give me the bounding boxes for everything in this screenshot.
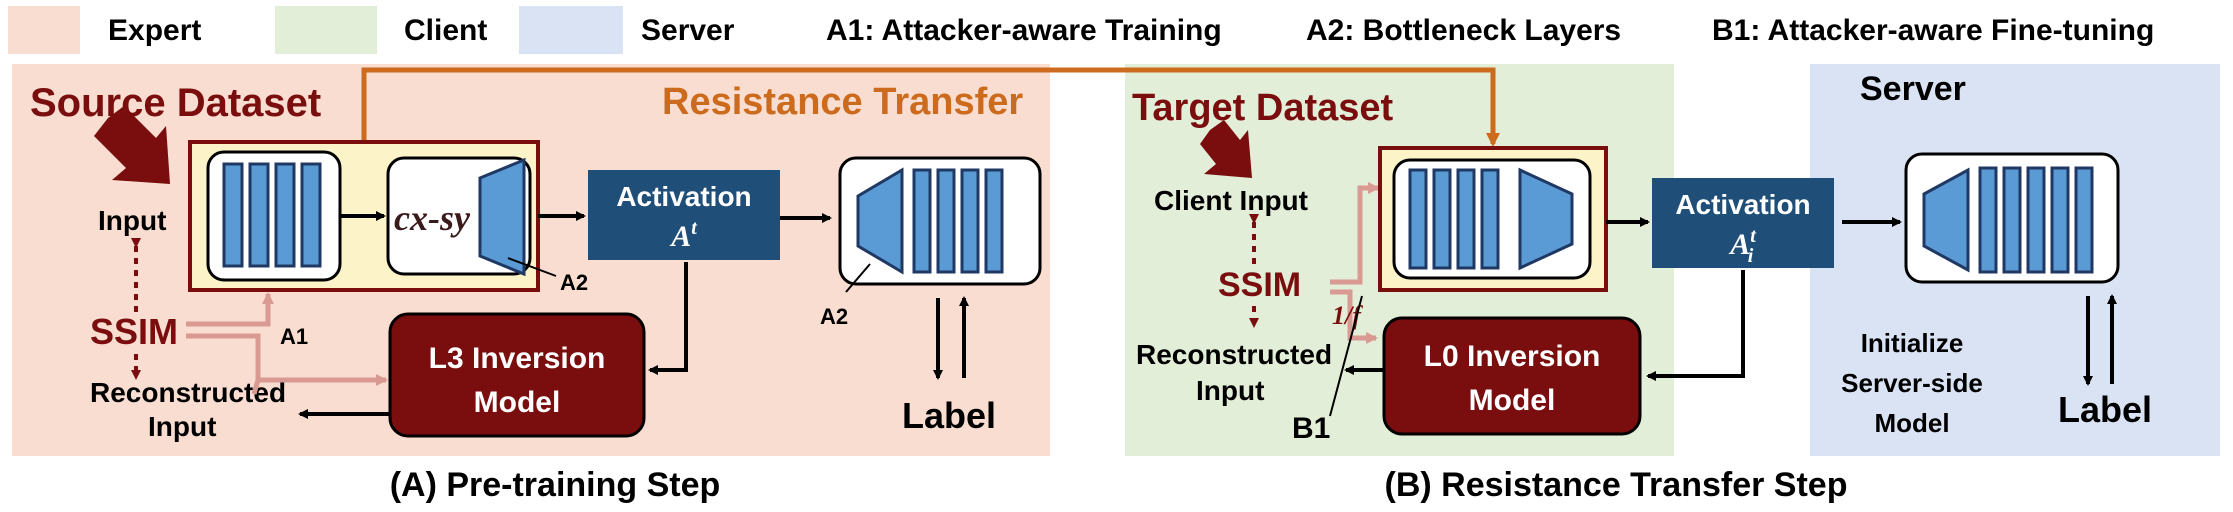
encoder-layer-2	[248, 162, 270, 268]
server-layer-a-3	[960, 168, 980, 274]
server-layer-a-2	[936, 168, 956, 274]
label-b: Label	[2058, 389, 2152, 430]
panel-a: Source Dataset Resistance Transfer Input…	[30, 81, 1042, 504]
a2-pointer-1	[507, 257, 557, 277]
server-layer-b-1	[1978, 166, 1998, 274]
inversion-label-a-line2: Model	[474, 386, 561, 419]
server-layers-a	[912, 168, 1004, 274]
client-layer-2	[1432, 168, 1452, 270]
ssim-to-inversion-arrow	[186, 333, 388, 386]
target-dataset-title: Target Dataset	[1132, 87, 1394, 129]
legend: Expert Client Server A1: Attacker-aware …	[8, 6, 2154, 54]
legend-expert-swatch	[8, 6, 80, 54]
legend-a1: A1: Attacker-aware Training	[826, 14, 1222, 47]
client-layer-4	[1480, 168, 1500, 270]
server-trapezoid-b	[1922, 167, 1970, 273]
inversion-label-b: L0 Inversion	[1424, 340, 1601, 373]
encoder-layer-4	[300, 162, 322, 268]
encoder-layer-3	[274, 162, 296, 268]
server-title: Server	[1860, 70, 1966, 108]
ssim-to-inversion-arrow-b	[1330, 289, 1378, 344]
resistance-transfer-title: Resistance Transfer	[662, 81, 1023, 123]
a2-pointer-2	[845, 263, 871, 293]
source-dataset-title: Source Dataset	[30, 81, 321, 125]
client-layer-3	[1456, 168, 1476, 270]
target-arrow-icon	[1200, 120, 1252, 178]
b1-pointer	[1329, 295, 1363, 417]
reconstructed-label-b: Reconstructed	[1136, 339, 1332, 370]
legend-expert-label: Expert	[108, 14, 201, 47]
inversion-model-box-a	[388, 312, 646, 438]
inversion-label-a: L3 Inversion	[429, 342, 606, 375]
server-layer-a-4	[984, 168, 1004, 274]
panel-b: Target Dataset Client Input SSIM Reconst…	[1132, 70, 2152, 504]
server-layer-b-4	[2050, 166, 2070, 274]
legend-server-swatch	[519, 6, 623, 54]
client-input-label: Client Input	[1154, 185, 1308, 216]
inversion-label-b-line2: Model	[1469, 384, 1556, 417]
encoder-layer-1	[222, 162, 244, 268]
b1-tag: B1	[1292, 412, 1330, 445]
legend-client-swatch	[275, 6, 377, 54]
activation-box-a	[588, 170, 780, 260]
activation-box-b	[1652, 178, 1834, 268]
reconstructed-label-b-line2: Input	[1196, 375, 1264, 406]
a2-tag-1: A2	[560, 270, 588, 295]
init-label: Initialize	[1861, 328, 1964, 358]
legend-client-label: Client	[404, 14, 487, 47]
activation-symbol-a: At	[669, 217, 698, 253]
client-layer-1	[1408, 168, 1428, 270]
legend-b1: B1: Attacker-aware Fine-tuning	[1712, 14, 2154, 47]
activation-label-a: Activation	[616, 181, 751, 212]
init-label-line3: Model	[1874, 408, 1949, 438]
caption-b: (B) Resistance Transfer Step	[1385, 466, 1848, 504]
label-a: Label	[902, 395, 996, 436]
a1-tag: A1	[280, 324, 308, 349]
activation-label-b: Activation	[1675, 189, 1810, 220]
server-layer-b-2	[2002, 166, 2022, 274]
server-layer-a-1	[912, 168, 932, 274]
caption-a: (A) Pre-training Step	[390, 466, 721, 504]
source-arrow-icon	[94, 106, 170, 184]
one-over-f-label: 1/f	[1332, 301, 1363, 330]
a2-tag-2: A2	[820, 304, 848, 329]
resistance-transfer-arrow	[361, 67, 1500, 147]
input-label: Input	[98, 205, 166, 236]
activation-to-inversion-arrow-a	[648, 262, 688, 375]
server-layers-b	[1978, 166, 2094, 274]
server-layer-b-3	[2026, 166, 2046, 274]
init-label-line2: Server-side	[1841, 368, 1983, 398]
legend-a2: A2: Bottleneck Layers	[1306, 14, 1621, 47]
recon-to-inversion-link	[251, 379, 261, 395]
legend-server-label: Server	[641, 14, 735, 47]
client-layers	[1408, 168, 1500, 270]
ssim-label-b: SSIM	[1218, 266, 1301, 304]
ssim-to-encoder-arrow	[186, 292, 274, 327]
ssim-to-client-arrow	[1330, 182, 1380, 285]
activation-to-inversion-arrow-b	[1646, 270, 1745, 381]
inversion-model-box-b	[1382, 316, 1642, 436]
client-trapezoid	[1518, 167, 1574, 271]
encoder-layers	[222, 162, 322, 268]
bottleneck-trapezoid	[478, 157, 526, 277]
ssim-label: SSIM	[90, 311, 178, 352]
reconstructed-label-line2: Input	[148, 411, 216, 442]
server-layer-b-5	[2074, 166, 2094, 274]
formula-label: cx-sy	[394, 198, 471, 238]
server-trapezoid-a	[856, 167, 904, 275]
